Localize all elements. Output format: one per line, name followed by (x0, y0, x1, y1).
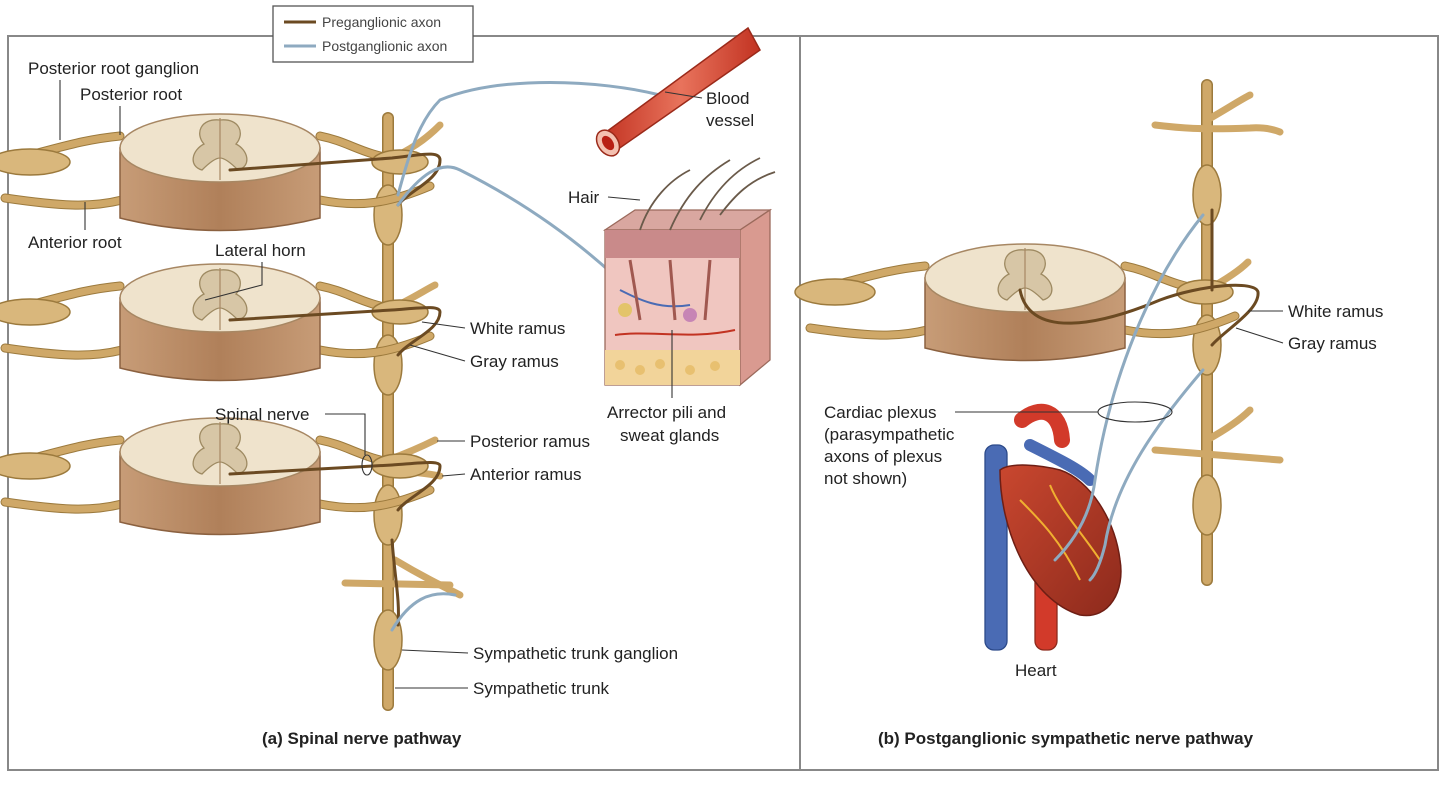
preganglionic-axon-a3 (228, 461, 442, 512)
label-heart: Heart (1015, 661, 1057, 680)
label-sympathetic-trunk-ganglion: Sympathetic trunk ganglion (473, 644, 678, 663)
postganglionic-to-heart-1 (1053, 213, 1205, 562)
legend-postganglionic: Postganglionic axon (322, 38, 447, 54)
label-sympathetic-trunk: Sympathetic trunk (473, 679, 610, 698)
label-arrector-2: sweat glands (620, 426, 719, 445)
label-lateral-horn: Lateral horn (215, 241, 306, 260)
spinal-cord-segment-2 (0, 264, 430, 381)
postganglionic-to-heart-2 (1088, 368, 1205, 582)
caption-panel-b: (b) Postganglionic sympathetic nerve pat… (878, 729, 1254, 748)
preganglionic-axon-b (1018, 283, 1260, 347)
label-cardiac-2: (parasympathetic (824, 425, 955, 444)
panel-b-frame (799, 35, 1439, 771)
label-gray-ramus-a: Gray ramus (470, 352, 559, 371)
legend-preganglionic: Preganglionic axon (322, 14, 441, 30)
label-cardiac-3: axons of plexus (824, 447, 942, 466)
label-anterior-ramus: Anterior ramus (470, 465, 581, 484)
blood-vessel (595, 26, 761, 157)
label-posterior-ramus: Posterior ramus (470, 432, 590, 451)
sympathetic-trunk-a (341, 112, 464, 711)
postganglionic-a4 (390, 592, 457, 632)
hair-strands (639, 157, 776, 231)
preganglionic-axon-a1 (228, 152, 442, 207)
label-posterior-root-ganglion: Posterior root ganglion (28, 59, 199, 78)
postganglionic-to-vessel (396, 81, 662, 197)
label-cardiac-4: not shown) (824, 469, 907, 488)
label-white-ramus-a: White ramus (470, 319, 565, 338)
caption-panel-a: (a) Spinal nerve pathway (262, 729, 462, 748)
spinal-cord-segment-1 (0, 114, 430, 231)
preganglionic-axon-a4 (390, 538, 400, 627)
legend: Preganglionic axon Postganglionic axon (272, 5, 474, 63)
preganglionic-axon-a2 (228, 306, 442, 357)
sympathetic-trunk-b (1151, 79, 1284, 586)
label-spinal-nerve: Spinal nerve (215, 405, 310, 424)
postganglionic-to-skin (396, 165, 642, 302)
label-blood-vessel-1: Blood (706, 89, 749, 108)
label-cardiac-1: Cardiac plexus (824, 403, 936, 422)
label-white-ramus-b: White ramus (1288, 302, 1383, 321)
skin-block (602, 157, 776, 387)
label-blood-vessel-2: vessel (706, 111, 754, 130)
label-posterior-root: Posterior root (80, 85, 182, 104)
label-gray-ramus-b: Gray ramus (1288, 334, 1377, 353)
label-hair: Hair (568, 188, 600, 207)
label-anterior-root: Anterior root (28, 233, 122, 252)
label-arrector-1: Arrector pili and (607, 403, 726, 422)
